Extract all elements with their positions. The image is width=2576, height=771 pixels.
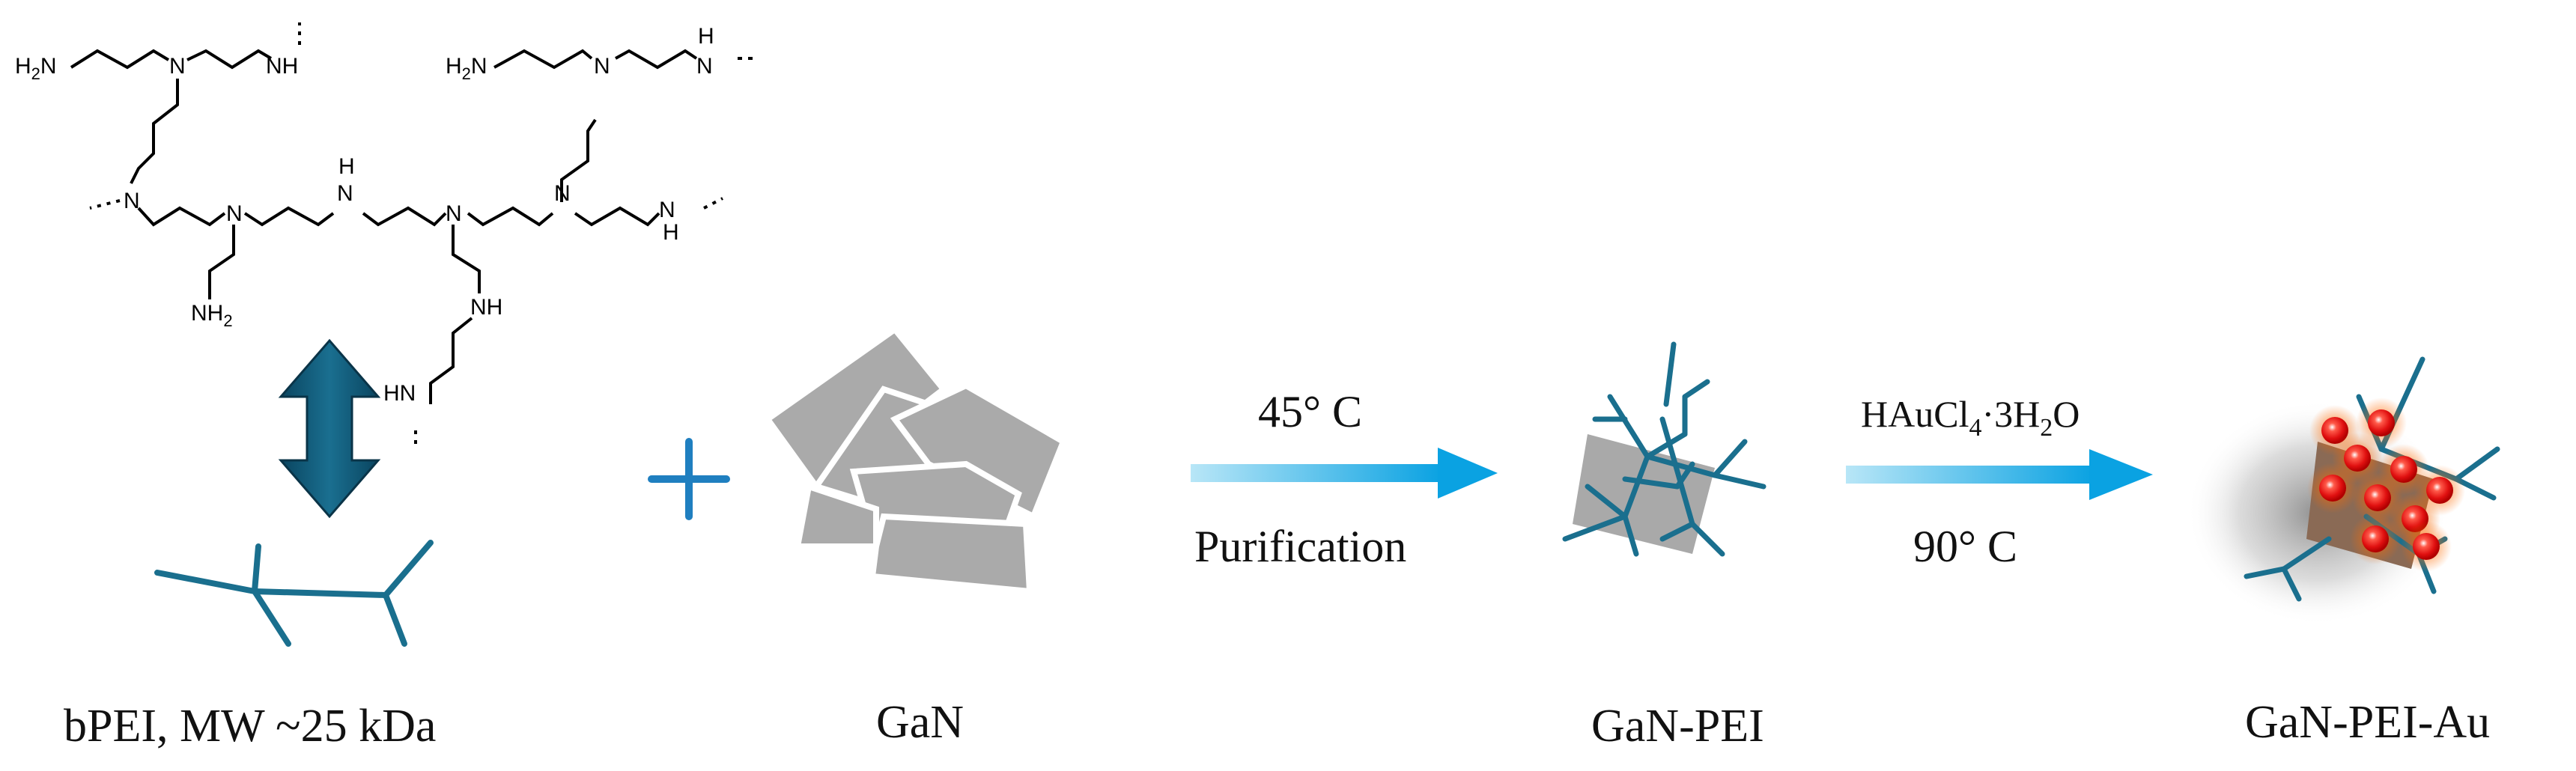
atom-h2n-topleft: H2N: [15, 54, 57, 83]
atom-h: H: [663, 220, 679, 245]
label-gan-pei: GaN-PEI: [1591, 701, 1764, 752]
bpei-atom-labels: H2N N NH H2N N H N N N H N N N H N NH2 N…: [15, 24, 714, 406]
gold-nanoparticle: [2352, 472, 2403, 523]
gold-nanoparticle: [2307, 463, 2358, 514]
pei-branches: [1562, 341, 1767, 557]
gold-nanoparticle: [2401, 521, 2452, 572]
arrow1-condition-temperature: 45° C: [1258, 387, 1362, 436]
arrow2-condition-temperature: 90° C: [1913, 522, 2017, 571]
atom-n: N: [169, 54, 186, 79]
gan-pei-particle: [1562, 341, 1767, 557]
gold-nanoparticle: [2350, 514, 2401, 564]
atom-h: H: [338, 154, 355, 179]
atom-h: H: [698, 24, 714, 49]
label-bpei: bPEI, MW ~25 kDa: [64, 701, 436, 752]
atom-n: N: [554, 181, 571, 206]
atom-nh2: NH2: [191, 301, 233, 330]
arrow1-condition-purification: Purification: [1194, 522, 1406, 571]
bpei-chemical-structure: [70, 22, 756, 449]
plus-icon: [648, 438, 730, 520]
arrow2-condition-reagent: HAuCl4·3H2O: [1861, 393, 2080, 442]
atom-n: N: [696, 54, 713, 79]
atom-nh: NH: [470, 295, 502, 320]
gan-pei-au-particle: [2187, 356, 2500, 625]
bpei-branch-icon: [154, 540, 434, 647]
atom-n: N: [337, 181, 353, 206]
atom-n: N: [659, 198, 675, 222]
gold-nanoparticles: [2307, 397, 2465, 572]
label-gan: GaN: [876, 697, 964, 748]
atom-n: N: [124, 189, 140, 213]
reaction-arrow-2: [1846, 449, 2153, 500]
atom-n: N: [226, 201, 243, 226]
atom-n: N: [594, 54, 610, 79]
reaction-arrow-1: [1191, 448, 1498, 499]
atom-hn: HN: [383, 381, 416, 406]
double-arrow-icon: [278, 338, 381, 519]
atom-nh: NH: [266, 54, 298, 79]
atom-n: N: [446, 201, 462, 226]
label-gan-pei-au: GaN-PEI-Au: [2245, 697, 2490, 748]
atom-h2n-topright: H2N: [446, 54, 487, 83]
gan-sheets-icon: [763, 325, 1068, 595]
